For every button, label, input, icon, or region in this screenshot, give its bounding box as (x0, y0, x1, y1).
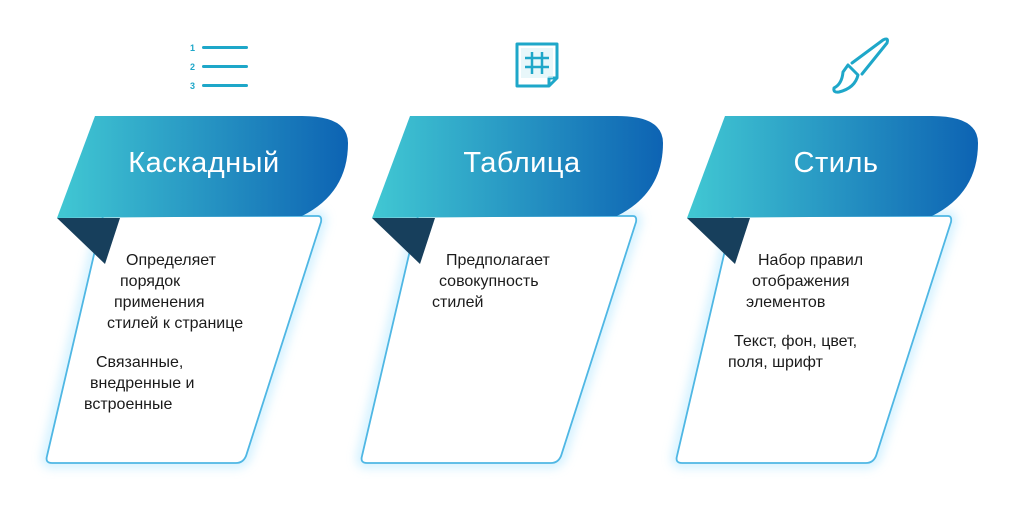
description-line: совокупность (439, 273, 539, 290)
card-table (356, 116, 663, 468)
description-line: Связанные, (96, 354, 184, 371)
description-line: внедренные и (90, 375, 195, 392)
description-line: стилей к странице (107, 315, 244, 332)
card-description: Набор правил отображения элементов Текст… (0, 250, 863, 373)
card-body (675, 215, 953, 464)
description-line: элементов (746, 294, 826, 311)
banner-fold (372, 218, 435, 264)
description-line: порядок (120, 273, 181, 290)
list-number-3: 3 (190, 81, 195, 91)
description-line: Определяет (126, 252, 216, 269)
description-line: применения (114, 294, 205, 311)
description-line: стилей (432, 294, 484, 311)
description-line: Текст, фон, цвет, (734, 333, 858, 350)
paintbrush-icon (832, 37, 889, 94)
card-description: Предполагает совокупность стилей (0, 250, 550, 313)
card-style (671, 116, 978, 468)
banner (372, 116, 663, 218)
card-description: Определяет порядок применения стилей к с… (0, 250, 243, 415)
card-body (360, 215, 638, 464)
banner-fold (57, 218, 120, 264)
card-title: Стиль (793, 147, 879, 179)
card-body (45, 215, 323, 464)
card-cascading (41, 116, 348, 468)
grid-table-icon (515, 42, 559, 88)
banner (687, 116, 978, 218)
description-line: поля, шрифт (728, 354, 823, 371)
description-line: отображения (752, 273, 850, 290)
numbered-list-icon: 1 2 3 (190, 43, 248, 91)
banner-fold (687, 218, 750, 264)
card-title: Таблица (463, 147, 581, 179)
description-line: Набор правил (758, 252, 864, 269)
description-line: Предполагает (446, 252, 550, 269)
list-number-1: 1 (190, 43, 195, 53)
card-title: Каскадный (128, 147, 280, 179)
description-line: встроенные (84, 396, 173, 413)
list-number-2: 2 (190, 62, 195, 72)
banner (57, 116, 348, 218)
